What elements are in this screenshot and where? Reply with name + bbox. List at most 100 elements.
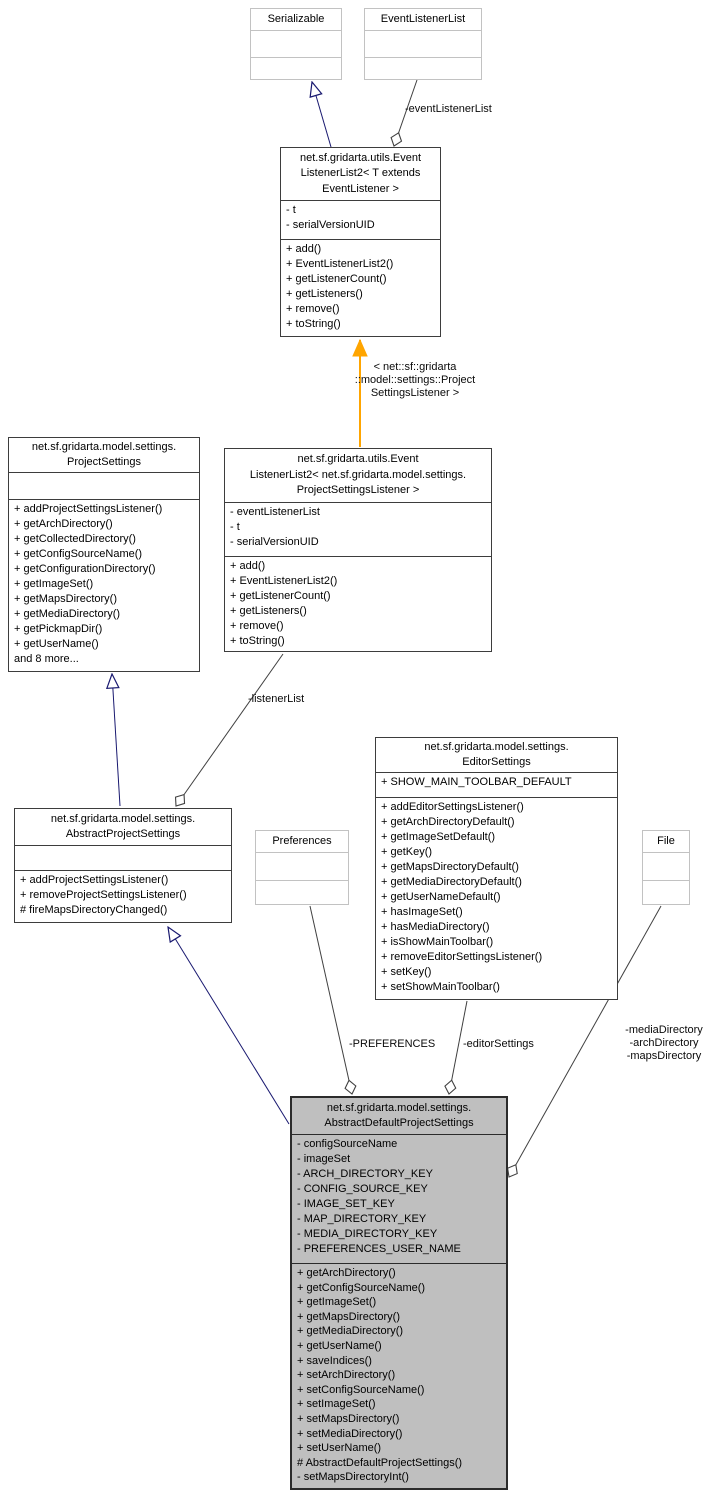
class-attributes xyxy=(251,30,341,57)
member-line: + EventListenerList2() xyxy=(230,575,338,587)
class-title: net.sf.gridarta.model.settings.AbstractP… xyxy=(15,809,231,845)
member-line: - t xyxy=(286,204,296,216)
class-eventlistenerlist[interactable]: EventListenerList xyxy=(364,8,482,80)
class-abstractprojectsettings[interactable]: net.sf.gridarta.model.settings.AbstractP… xyxy=(14,808,232,923)
member-line: + getImageSet() xyxy=(14,578,94,590)
member-line: + hasMediaDirectory() xyxy=(381,921,490,933)
class-methods xyxy=(365,57,481,79)
member-line: + saveIndices() xyxy=(297,1354,372,1367)
member-line: + getConfigurationDirectory() xyxy=(14,563,156,575)
member-line: - CONFIG_SOURCE_KEY xyxy=(297,1183,428,1195)
class-file[interactable]: File xyxy=(642,830,690,905)
class-attributes xyxy=(365,30,481,57)
class-title-line: net.sf.gridarta.utils.Event xyxy=(297,453,419,466)
class-title: File xyxy=(643,831,689,852)
class-methods xyxy=(256,880,348,904)
class-methods: + addProjectSettingsListener()+ getArchD… xyxy=(9,499,199,671)
member-line: + getPickmapDir() xyxy=(14,623,103,635)
member-line: + getImageSet() xyxy=(297,1296,377,1309)
class-title-line: File xyxy=(657,834,675,847)
edge-inheritance-aps-projectsettings xyxy=(112,674,121,807)
member-line: - PREFERENCES_USER_NAME xyxy=(297,1243,461,1255)
edge-inheritance-ell2-serializable xyxy=(312,82,332,148)
class-title-line: net.sf.gridarta.model.settings. xyxy=(31,440,177,453)
member-line: + getMediaDirectory() xyxy=(297,1325,404,1338)
member-line: - MAP_DIRECTORY_KEY xyxy=(297,1213,427,1225)
member-line: + SHOW_MAIN_TOOLBAR_DEFAULT xyxy=(381,776,572,788)
member-line: - serialVersionUID xyxy=(286,219,375,231)
class-title-line: ListenerList2< net.sf.gridarta.model.set… xyxy=(249,468,467,481)
member-line: + addProjectSettingsListener() xyxy=(14,503,163,515)
member-line: + setKey() xyxy=(381,966,432,978)
member-line: + getUserName() xyxy=(297,1339,382,1352)
edge-label-editorsettings: -editorSettings xyxy=(463,1038,534,1050)
member-line: + add() xyxy=(286,243,322,255)
member-line: + getConfigSourceName() xyxy=(14,548,143,560)
class-methods: + addEditorSettingsListener()+ getArchDi… xyxy=(376,797,617,999)
member-line: - serialVersionUID xyxy=(230,536,319,548)
member-line: + getCollectedDirectory() xyxy=(14,533,136,545)
member-line: - IMAGE_SET_KEY xyxy=(297,1198,395,1210)
member-line: + remove() xyxy=(230,620,284,632)
class-attributes: - t - serialVersionUID xyxy=(281,200,440,239)
class-title-line: ProjectSettings xyxy=(67,456,141,468)
member-line: - eventListenerList xyxy=(230,506,320,518)
member-line: + toString() xyxy=(230,635,285,647)
member-line: + isShowMainToolbar() xyxy=(381,936,494,948)
member-line: + getMapsDirectory() xyxy=(14,593,118,605)
member-line: # fireMapsDirectoryChanged() xyxy=(20,904,168,916)
class-title-line: Serializable xyxy=(267,12,325,25)
class-title-line: ProjectSettingsListener > xyxy=(296,484,420,497)
edge-label-eventlistenerlist: -eventListenerList xyxy=(405,103,492,115)
class-title: net.sf.gridarta.model.settings.EditorSet… xyxy=(376,738,617,772)
edge-inheritance-adps-aps xyxy=(168,927,290,1125)
member-line: + remove() xyxy=(286,303,340,315)
member-line: + getArchDirectory() xyxy=(297,1267,396,1279)
member-line: - configSourceName xyxy=(297,1138,398,1150)
class-editorsettings[interactable]: net.sf.gridarta.model.settings.EditorSet… xyxy=(375,737,618,1000)
member-line: + setUserName() xyxy=(297,1442,382,1455)
class-serializable[interactable]: Serializable xyxy=(250,8,342,80)
member-line: - MEDIA_DIRECTORY_KEY xyxy=(297,1228,438,1240)
class-attributes: - eventListenerList - t - serialVersionUID xyxy=(225,502,491,556)
class-attributes xyxy=(256,852,348,880)
member-line: + EventListenerList2() xyxy=(286,258,394,270)
class-projectsettings[interactable]: net.sf.gridarta.model.settings. ProjectSe… xyxy=(8,437,200,672)
edge-label-line: SettingsListener > xyxy=(370,387,460,399)
edge-label-file-members: -mediaDirectory-archDirectory-mapsDirect… xyxy=(614,1024,714,1063)
member-line: + getMapsDirectory() xyxy=(297,1310,401,1323)
class-methods: + add()+ EventListenerList2()+ getListen… xyxy=(281,239,440,336)
class-preferences[interactable]: Preferences xyxy=(255,830,349,905)
class-title-line: AbstractDefaultProjectSettings xyxy=(324,1117,474,1129)
class-attributes: + SHOW_MAIN_TOOLBAR_DEFAULT xyxy=(376,772,617,797)
member-line: + setArchDirectory() xyxy=(297,1369,396,1382)
member-line: + getListeners() xyxy=(230,605,307,617)
member-line: # AbstractDefaultProjectSettings() xyxy=(297,1456,463,1469)
class-attributes xyxy=(15,845,231,870)
member-line: + getUserNameDefault() xyxy=(381,891,501,903)
member-line: and 8 more... xyxy=(14,653,79,665)
class-title-line: net.sf.gridarta.model.settings. xyxy=(424,740,569,753)
class-title: Serializable xyxy=(251,9,341,30)
class-title-line: net.sf.gridarta.model.settings. xyxy=(50,812,196,825)
member-line: + removeEditorSettingsListener() xyxy=(381,951,543,963)
member-line: + setConfigSourceName() xyxy=(297,1383,425,1396)
member-line: + getImageSetDefault() xyxy=(381,831,496,843)
member-line: - t xyxy=(230,521,240,533)
class-attributes: - configSourceName- imageSet- ARCH_DIREC… xyxy=(292,1134,506,1263)
member-line: - setMapsDirectoryInt() xyxy=(297,1471,409,1484)
member-line: + getKey() xyxy=(381,846,433,858)
class-abstractdefaultprojectsettings[interactable]: net.sf.gridarta.model.settings.AbstractD… xyxy=(290,1096,508,1490)
edge-aggregation-preferences xyxy=(309,905,357,1095)
class-title-line: EventListenerList xyxy=(380,12,466,25)
member-line: + getConfigSourceName() xyxy=(297,1281,426,1294)
member-line: + hasImageSet() xyxy=(381,906,463,918)
class-title-line: Preferences xyxy=(272,834,332,847)
member-line: + getUserName() xyxy=(14,638,99,650)
class-methods: + addProjectSettingsListener()+ removePr… xyxy=(15,870,231,922)
